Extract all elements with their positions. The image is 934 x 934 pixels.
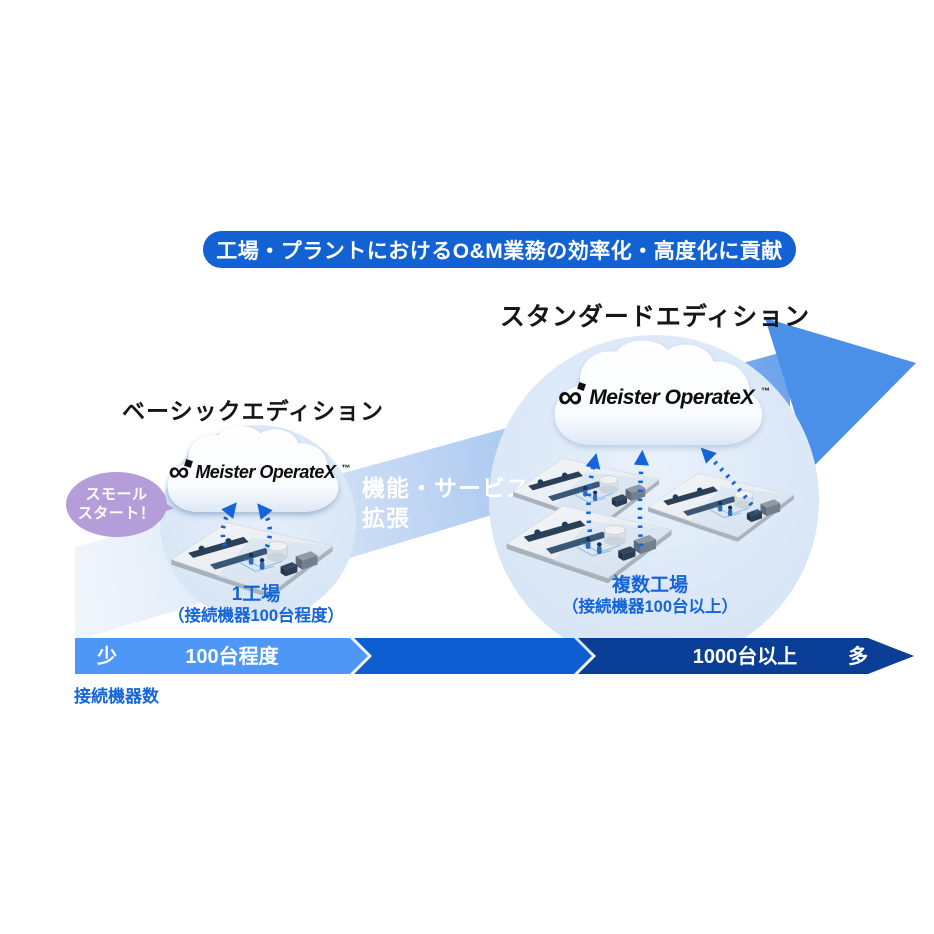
axis-max-label: 多 <box>848 644 868 668</box>
standard-factory-label: 複数工場 （接続機器100台以上） <box>515 575 785 617</box>
axis-segment-2 <box>354 638 592 674</box>
basic-factory-devices: （接続機器100台程度） <box>167 606 345 625</box>
expansion-label: 機能・サービス 拡張 <box>362 474 582 534</box>
cloud-icon <box>554 340 763 446</box>
banner: 工場・プラントにおけるO&M業務の効率化・高度化に貢献 <box>203 231 796 268</box>
callout-line2: スタート！ <box>77 504 156 522</box>
heading-basic-edition: ベーシックエディション <box>122 398 384 424</box>
expansion-label-line1: 機能・サービス <box>362 475 530 501</box>
axis-segment-1 <box>75 638 368 674</box>
trademark-symbol: ™ <box>761 386 770 396</box>
infinity-loop-icon: ∞ <box>558 380 587 414</box>
expansion-label-line2: 拡張 <box>362 504 410 531</box>
axis-segment1-label: 100台程度 <box>185 644 279 668</box>
cloud-icon <box>158 425 339 513</box>
flag-square-icon <box>184 459 194 468</box>
heading-standard-edition: スタンダードエディション <box>499 303 811 331</box>
trademark-symbol: ™ <box>341 463 351 473</box>
flag-square-icon <box>577 382 587 391</box>
axis-segment-3 <box>578 638 914 674</box>
small-start-callout: スモール スタート！ <box>66 472 167 537</box>
axis-segment3-label: 1000台以上 <box>693 644 798 668</box>
cloud-shape <box>167 425 339 513</box>
axis-caption: 接続機器数 <box>74 687 159 706</box>
brand-name: Meister OperateX <box>589 385 754 409</box>
infinity-loop-icon: ∞ <box>169 458 194 487</box>
basic-factory-count: 1工場 <box>231 584 281 605</box>
basic-factory-label: 1工場 （接続機器100台程度） <box>127 584 385 626</box>
standard-factory-count: 複数工場 <box>611 575 688 596</box>
callout-line1: スモール <box>85 485 148 503</box>
axis-min-label: 少 <box>96 645 117 668</box>
banner-text: 工場・プラントにおけるO&M業務の効率化・高度化に貢献 <box>216 239 783 263</box>
brand-name: Meister OperateX <box>195 462 336 483</box>
cloud-shape <box>554 340 763 446</box>
brand-logo: ∞ Meister OperateX ™ <box>157 458 362 487</box>
standard-factory-devices: （接続機器100台以上） <box>561 597 739 616</box>
brand-logo: ∞ Meister OperateX ™ <box>548 380 780 414</box>
device-count-axis: 少 100台程度 1000台以上 多 <box>75 638 914 674</box>
